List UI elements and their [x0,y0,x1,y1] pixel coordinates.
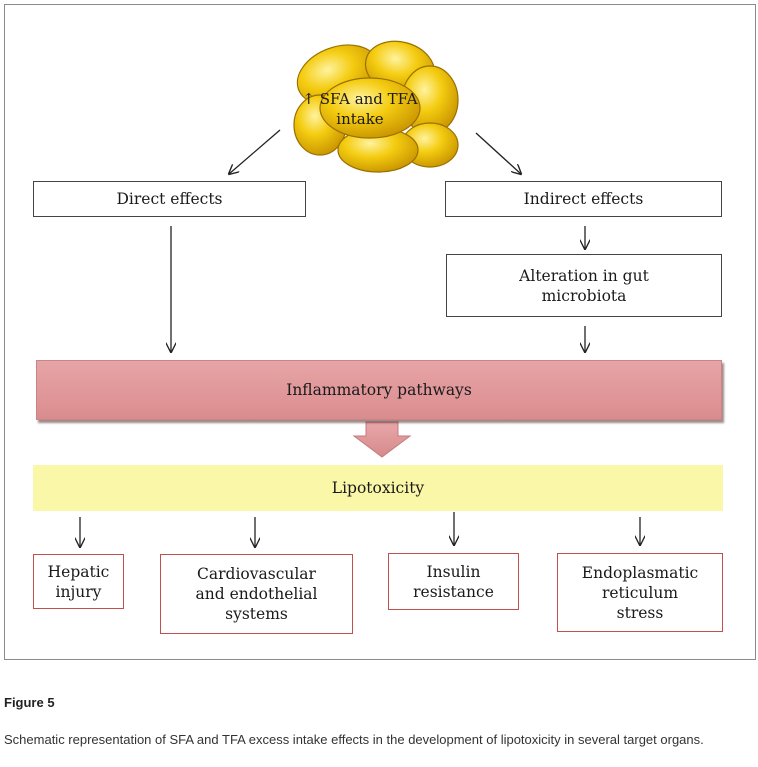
lipotoxicity-node: Lipotoxicity [33,465,723,511]
figure-title: Figure 5 [4,695,55,710]
indirect-effects-node: Indirect effects [445,181,722,217]
microbiota-node: Alteration in gut microbiota [446,254,722,317]
target-hepatic-node: Hepatic injury [33,554,124,609]
direct-effects-label: Direct effects [116,190,223,208]
arrow-to-direct [229,129,281,174]
source-node: ↑ SFA and TFA intake [300,87,420,131]
target-cardiovascular-node: Cardiovascular and endothelial systems [160,554,353,634]
target-label: Hepatic injury [47,562,110,601]
target-er-stress-node: Endoplasmatic reticulum stress [557,553,723,632]
figure-caption: Schematic representation of SFA and TFA … [4,732,704,747]
target-label: Cardiovascular and endothelial systems [195,565,318,623]
direct-effects-node: Direct effects [33,181,306,217]
lipotoxicity-label: Lipotoxicity [331,479,425,497]
target-insulin-node: Insulin resistance [388,553,519,610]
inflammatory-pathways-node: Inflammatory pathways [36,360,722,420]
target-label: Insulin resistance [413,562,494,601]
fat-cell-cluster-icon [293,40,459,173]
source-label: ↑ SFA and TFA intake [302,90,418,128]
inflammatory-pathways-label: Inflammatory pathways [286,381,472,399]
target-label: Endoplasmatic reticulum stress [581,563,699,622]
indirect-effects-label: Indirect effects [523,190,644,208]
microbiota-label: Alteration in gut microbiota [519,266,649,305]
arrow-to-indirect [475,132,521,174]
big-down-arrow-icon [352,421,412,458]
